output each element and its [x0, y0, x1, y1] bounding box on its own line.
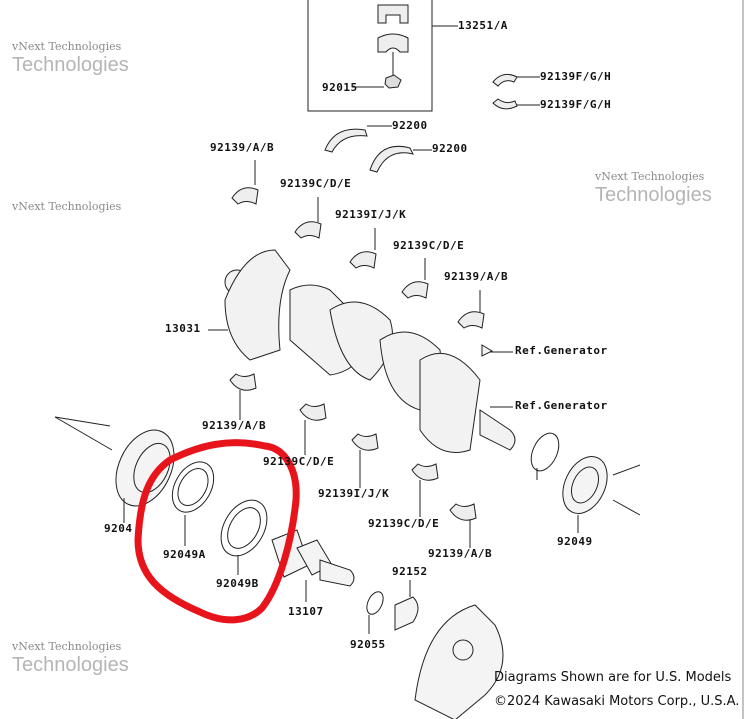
part-label[interactable]: 13031 — [165, 322, 201, 335]
part-label[interactable]: 92139I/J/K — [318, 487, 390, 500]
highlight-circle — [134, 439, 300, 624]
bearing-shells-top — [324, 73, 540, 173]
watermark: vNext Technologies Technologies — [12, 640, 129, 676]
watermark-text: Technologies — [12, 654, 129, 676]
oil-seals — [171, 432, 641, 575]
part-label[interactable]: 92139/A/B — [202, 419, 267, 432]
reference-label[interactable]: Ref.Generator — [515, 399, 608, 412]
watermark-text: vNext Technologies — [12, 200, 122, 213]
copyright: ©2024 Kawasaki Motors Corp., U.S.A. — [494, 694, 740, 709]
part-label[interactable]: 92139C/D/E — [368, 517, 440, 530]
watermark-text: Technologies — [595, 184, 712, 206]
part-label[interactable]: 92139/A/B — [210, 141, 275, 154]
connecting-rod-box — [307, 0, 458, 112]
part-label[interactable]: 9204 — [104, 522, 133, 535]
part-label[interactable]: 92152 — [392, 565, 428, 578]
watermark-text: vNext Technologies — [12, 640, 122, 653]
part-label[interactable]: 92049 — [557, 535, 593, 548]
watermark: vNext Technologies Technologies — [12, 40, 129, 76]
ball-bearing — [54, 416, 175, 523]
part-label[interactable]: 92139I/J/K — [335, 208, 407, 221]
part-label[interactable]: 13251/A — [458, 19, 508, 32]
part-label[interactable]: 13107 — [288, 605, 324, 618]
crankshaft — [208, 249, 516, 453]
watermark-text: Technologies — [12, 54, 129, 76]
part-label[interactable]: 92139F/G/H — [540, 70, 612, 83]
part-label[interactable]: 92139/A/B — [428, 547, 493, 560]
watermark-text: vNext Technologies — [595, 170, 705, 183]
part-label[interactable]: 92015 — [322, 81, 358, 94]
lower-parts — [366, 580, 504, 719]
reference-label[interactable]: Ref.Generator — [515, 344, 608, 357]
part-label[interactable]: 92200 — [392, 119, 428, 132]
part-label[interactable]: 92055 — [350, 638, 386, 651]
part-label[interactable]: 92139C/D/E — [280, 177, 352, 190]
watermark-text: vNext Technologies — [12, 40, 122, 53]
part-label[interactable]: 92139C/D/E — [393, 239, 465, 252]
part-label[interactable]: 92200 — [432, 142, 468, 155]
part-label[interactable]: 92049A — [163, 548, 206, 561]
watermark: vNext Technologies Technologies — [595, 170, 712, 206]
watermark: vNext Technologies — [12, 200, 121, 214]
part-label[interactable]: 92139F/G/H — [540, 98, 612, 111]
main-bearing-shells — [229, 160, 485, 548]
part-label[interactable]: 92139/A/B — [444, 270, 509, 283]
part-label[interactable]: 92049B — [216, 577, 259, 590]
part-label[interactable]: 92139C/D/E — [263, 455, 335, 468]
diagram-note: Diagrams Shown are for U.S. Models — [494, 670, 732, 685]
